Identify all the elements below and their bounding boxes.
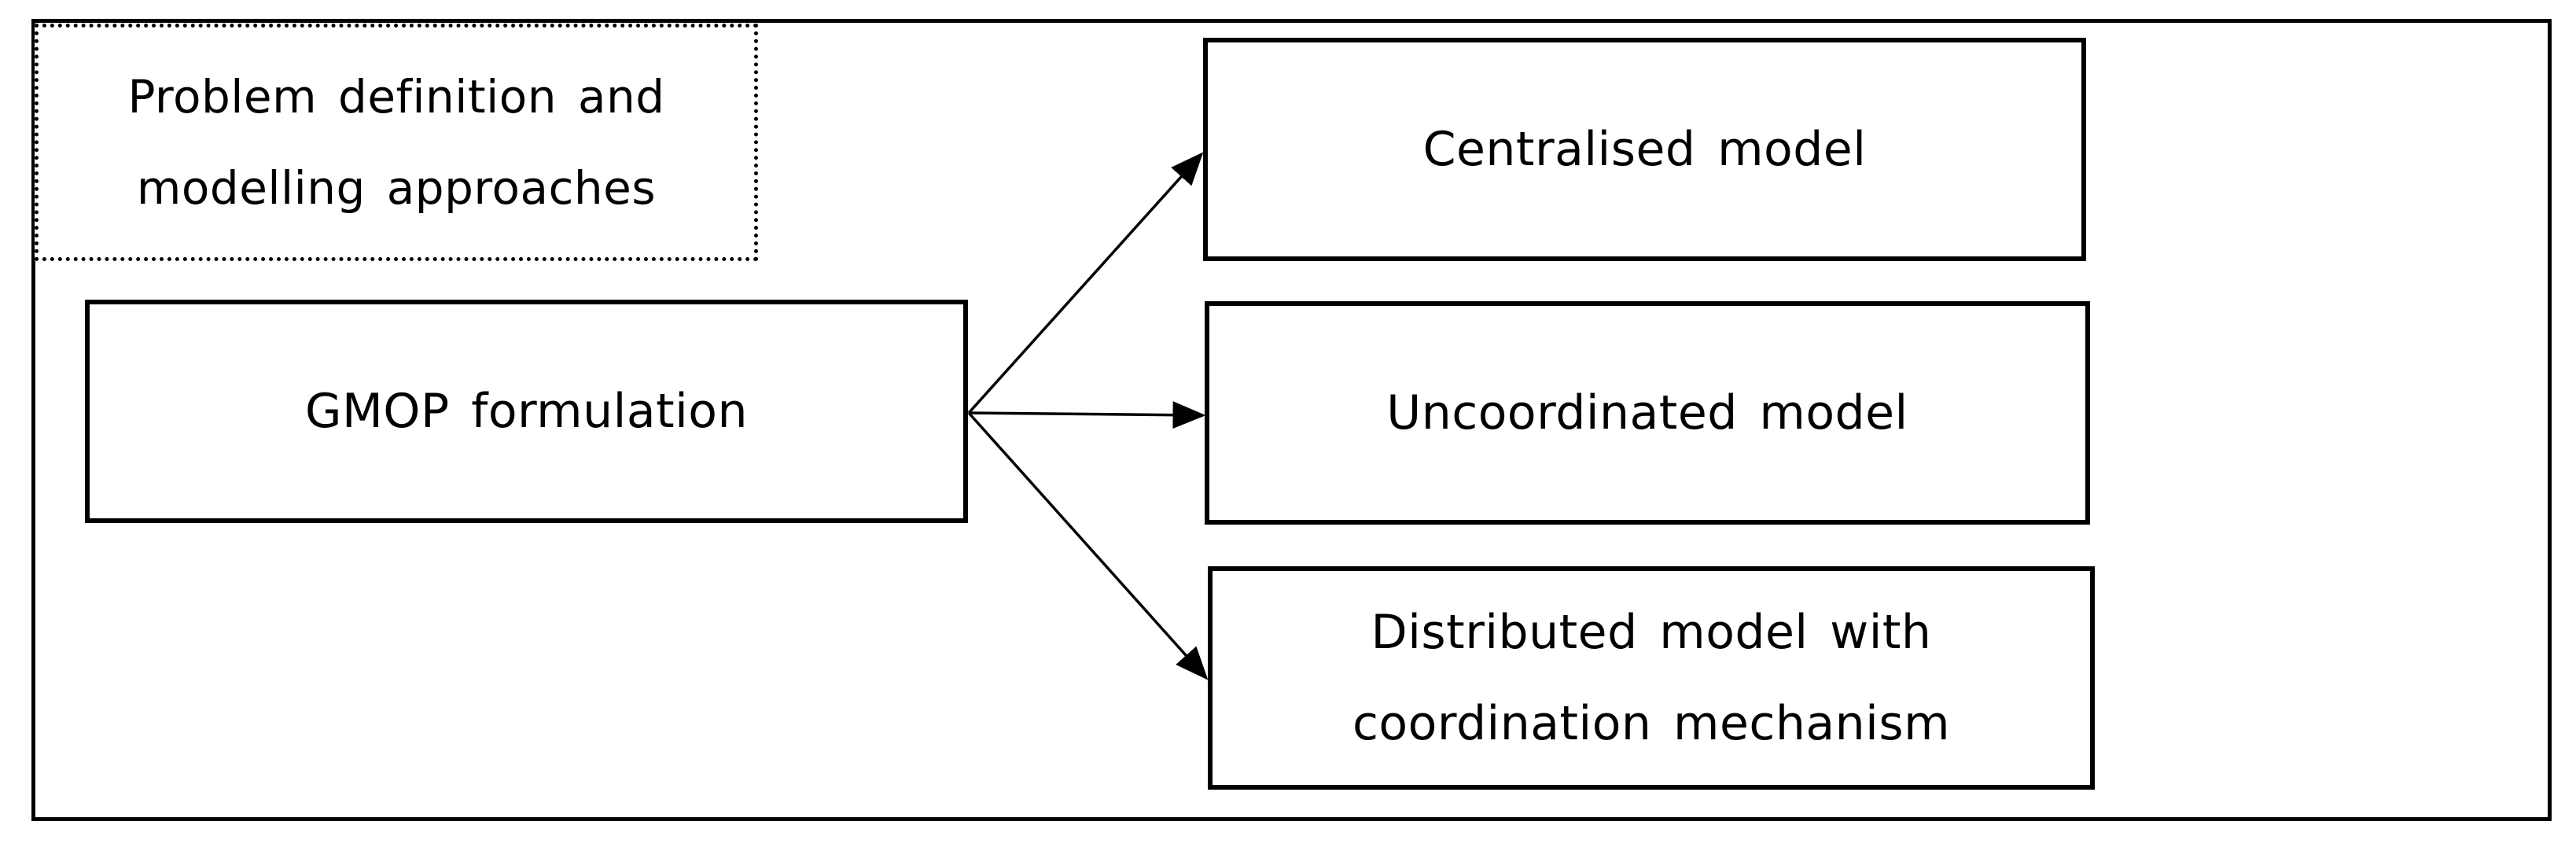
arrow-to-centralised-model [967, 152, 1204, 414]
centralised-model-node: Centralised model [1203, 38, 2086, 261]
distributed-model-label: Distributed model with coordination mech… [1352, 605, 1951, 751]
arrow-to-distributed-model [967, 411, 1209, 680]
section-label: Problem definition and modelling approac… [127, 70, 665, 215]
centralised-model-label: Centralised model [1422, 122, 1867, 177]
uncoordinated-model-label: Uncoordinated model [1386, 385, 1908, 440]
section-label-box: Problem definition and modelling approac… [35, 24, 758, 261]
gmop-formulation-label: GMOP formulation [304, 384, 749, 439]
distributed-model-node: Distributed model with coordination mech… [1208, 566, 2095, 790]
arrow-to-uncoordinated-model [968, 401, 1206, 429]
outer-frame [31, 19, 2552, 821]
uncoordinated-model-node: Uncoordinated model [1205, 301, 2090, 525]
gmop-formulation-node: GMOP formulation [85, 300, 968, 523]
